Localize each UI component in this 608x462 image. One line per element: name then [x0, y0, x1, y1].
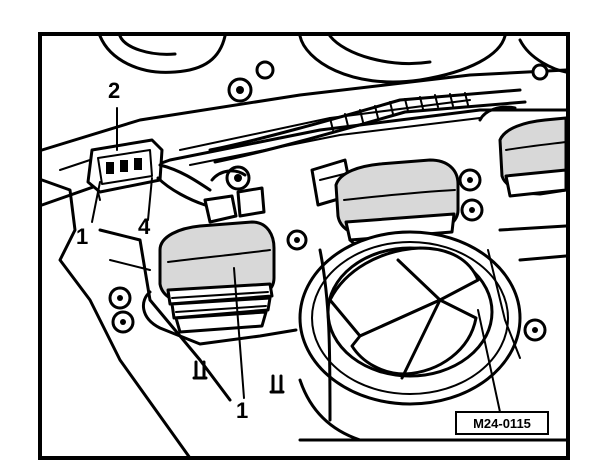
- reference-code: M24-0115: [473, 416, 531, 431]
- callout-2: 2: [108, 78, 120, 103]
- leader-lines: [91, 107, 501, 413]
- oil-filler-cap: [298, 230, 568, 442]
- engine-drawing: [40, 34, 568, 460]
- reference-code-box: M24-0115: [455, 411, 549, 435]
- ignition-coil-right: [478, 105, 568, 198]
- callout-1-bottom: 1: [236, 398, 248, 423]
- sensor-part: [203, 169, 266, 224]
- callout-1-left: 1: [76, 224, 88, 249]
- connector-plug: [86, 138, 212, 207]
- callout-4: 4: [138, 214, 151, 239]
- ignition-coil-front: [141, 220, 298, 346]
